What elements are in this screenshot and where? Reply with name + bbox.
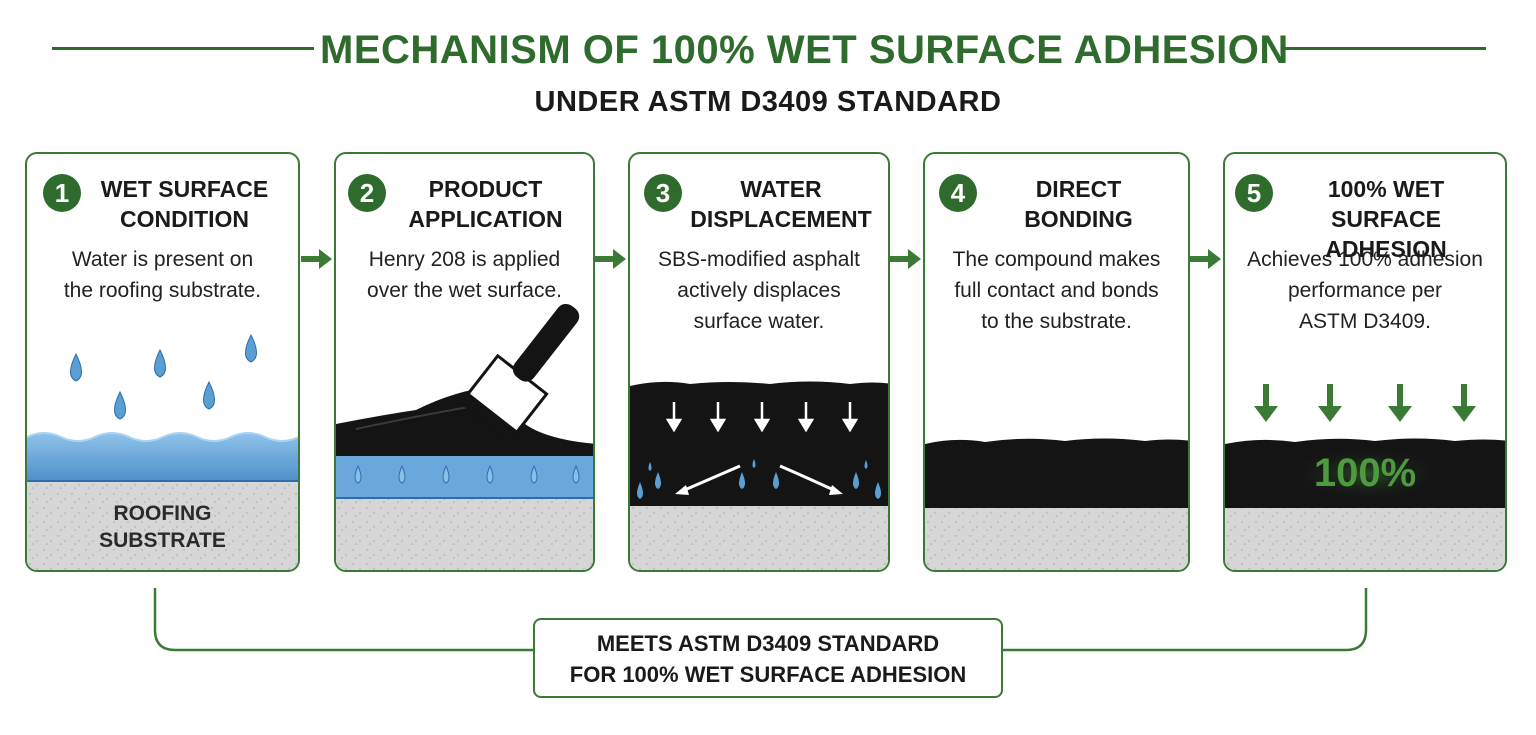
page-subtitle: UNDER ASTM D3409 STANDARD xyxy=(534,86,1002,118)
conclusion-line: FOR 100% WET SURFACE ADHESION xyxy=(569,662,967,687)
wet-substrate-illustration xyxy=(27,333,298,570)
step-title-line: 100% WET SURFACE xyxy=(1327,176,1445,232)
step-title-line: ADHESION xyxy=(1325,236,1447,262)
step-title-line: DIRECT xyxy=(1035,176,1122,202)
step-4-card: 4 DIRECT BONDING The compound makes full… xyxy=(923,152,1190,572)
arrow-right-icon xyxy=(1190,249,1221,269)
step-description-line: over the wet surface. xyxy=(367,279,562,302)
step-description: The compound makes full contact and bond… xyxy=(931,244,1182,337)
step-description: SBS-modified asphalt actively displaces … xyxy=(636,244,882,337)
step-description: Achieves 100% adhesion performance per A… xyxy=(1231,244,1499,337)
step-description-line: full contact and bonds xyxy=(954,279,1159,302)
step-1-card: 1 WET SURFACE CONDITION Water is present… xyxy=(25,152,300,572)
step-title-line: PRODUCT xyxy=(428,176,543,202)
step-description-line: actively displaces xyxy=(677,279,841,302)
step-title: WET SURFACE CONDITION xyxy=(87,174,282,234)
substrate-label-line: ROOFING xyxy=(113,502,212,525)
step-title-line: WATER xyxy=(740,176,822,202)
step-description-line: SBS-modified asphalt xyxy=(658,248,860,271)
brush-application-illustration xyxy=(336,303,593,570)
full-adhesion-illustration xyxy=(1225,384,1505,570)
step-description-line: Water is present on xyxy=(71,248,254,271)
step-description-line: performance per xyxy=(1287,279,1443,302)
step-title: WATER DISPLACEMENT xyxy=(684,174,878,234)
step-title: PRODUCT APPLICATION xyxy=(388,174,583,234)
step-2-card: 2 PRODUCT APPLICATION Henry 208 is appli… xyxy=(334,152,595,572)
step-5-card: 5 100% WET SURFACE ADHESION Achieves 100… xyxy=(1223,152,1507,572)
step-description-line: ASTM D3409. xyxy=(1299,310,1431,333)
step-description-line: to the substrate. xyxy=(981,310,1132,333)
step-title-line: WET SURFACE xyxy=(100,176,269,202)
substrate-label-line: SUBSTRATE xyxy=(99,529,226,552)
arrow-right-icon xyxy=(595,249,626,269)
arrow-right-icon xyxy=(890,249,921,269)
title-rule-right xyxy=(1282,47,1486,50)
step-number-badge: 4 xyxy=(939,174,977,212)
step-description-line: surface water. xyxy=(693,310,825,333)
adhesion-percentage-badge: 100% xyxy=(1313,451,1417,495)
title-rule-left xyxy=(52,47,314,50)
step-description-line: The compound makes xyxy=(952,248,1161,271)
step-title-line: BONDING xyxy=(1024,206,1133,232)
step-number-badge: 5 xyxy=(1235,174,1273,212)
step-title: DIRECT BONDING xyxy=(979,174,1178,234)
arrow-right-icon xyxy=(301,249,332,269)
step-3-card: 3 WATER DISPLACEMENT SBS-modified asphal… xyxy=(628,152,890,572)
step-title-line: DISPLACEMENT xyxy=(690,206,872,232)
step-description-line: Henry 208 is applied xyxy=(368,248,561,271)
step-title-line: CONDITION xyxy=(119,206,250,232)
step-number-badge: 3 xyxy=(644,174,682,212)
step-number-badge: 2 xyxy=(348,174,386,212)
step-number-badge: 1 xyxy=(43,174,81,212)
substrate-label: ROOFING SUBSTRATE xyxy=(27,500,298,554)
conclusion-line: MEETS ASTM D3409 STANDARD xyxy=(596,631,940,656)
conclusion-box: MEETS ASTM D3409 STANDARD FOR 100% WET S… xyxy=(533,618,1003,698)
direct-bonding-illustration xyxy=(925,438,1188,570)
page-title: MECHANISM OF 100% WET SURFACE ADHESION xyxy=(320,28,1289,72)
water-displacement-illustration xyxy=(630,381,888,570)
step-description: Henry 208 is applied over the wet surfac… xyxy=(342,244,587,306)
step-description-line: Achieves 100% adhesion xyxy=(1247,248,1483,271)
step-description-line: the roofing substrate. xyxy=(63,279,262,302)
step-title: 100% WET SURFACE ADHESION xyxy=(1275,174,1497,264)
step-description: Water is present on the roofing substrat… xyxy=(33,244,292,306)
step-title-line: APPLICATION xyxy=(408,206,563,232)
title-row: MECHANISM OF 100% WET SURFACE ADHESION xyxy=(0,22,1536,82)
